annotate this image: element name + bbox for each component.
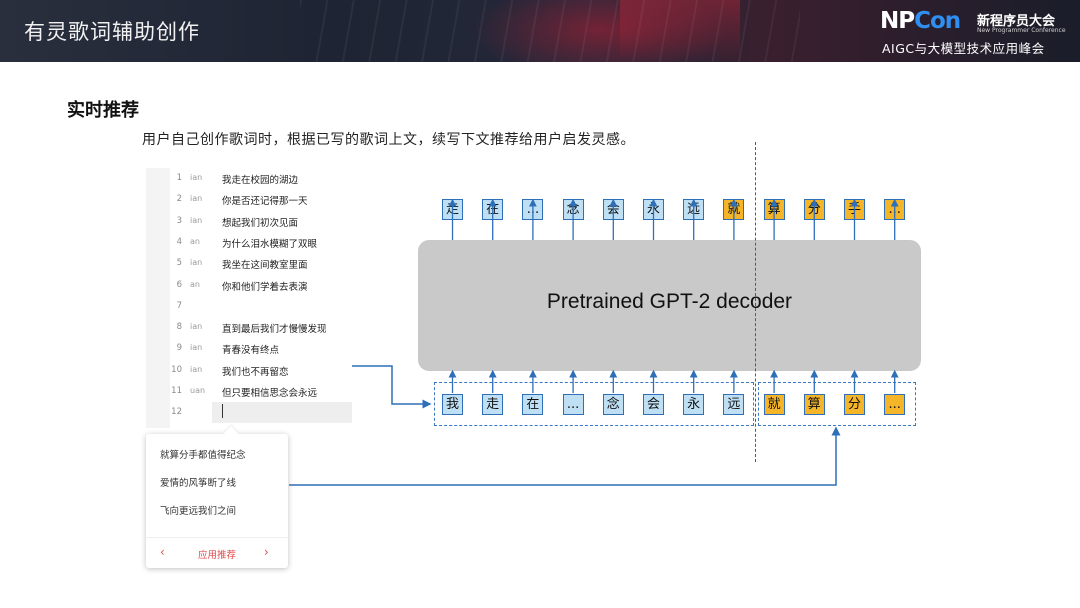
lyric-text: 直到最后我们才慢慢发现 xyxy=(222,324,327,336)
text-cursor xyxy=(222,404,223,418)
line-number: 7 xyxy=(176,300,182,311)
lyric-text: 我坐在这间教室里面 xyxy=(222,260,308,272)
line-number: 11 xyxy=(171,386,182,396)
lyrics-editor[interactable]: 1 ian 我走在校园的湖边 2 ian 你是否还记得那一天 3 ian 想起我们初次见面 4 an… xyxy=(146,168,352,428)
input-token: ... xyxy=(884,394,906,415)
editor-line[interactable]: 5 ian 我坐在这间教室里面 xyxy=(146,253,352,274)
suggestion-item[interactable]: 飞向更远我们之间 xyxy=(160,506,237,517)
popup-footer: ‹ 应用推荐 › xyxy=(146,537,288,568)
editor-line[interactable]: 10 ian 我们也不再留恋 xyxy=(146,360,352,381)
apply-recommendation-button[interactable]: 应用推荐 xyxy=(197,550,236,561)
input-token: 我 xyxy=(442,394,463,415)
rhyme-tag: uan xyxy=(190,386,206,395)
suggestion-popup: 就算分手都值得纪念 爱情的风筝断了线 飞向更远我们之间 ‹ 应用推荐 › xyxy=(146,434,288,568)
lyric-text: 青春没有终点 xyxy=(222,345,280,357)
input-token: 算 xyxy=(803,394,825,415)
input-token: 念 xyxy=(602,394,624,415)
chevron-left-icon[interactable]: ‹ xyxy=(160,545,165,559)
line-number: 2 xyxy=(176,194,182,205)
lyric-text: 你是否还记得那一天 xyxy=(222,196,308,208)
rhyme-tag: ian xyxy=(190,215,203,225)
input-token: 分 xyxy=(844,394,865,415)
line-number: 3 xyxy=(176,215,182,226)
header-banner: 有灵歌词辅助创作 NPCon 新程序员大会 New Programmer Con… xyxy=(0,0,1080,62)
input-token: 永 xyxy=(683,394,705,415)
input-token: 就 xyxy=(763,394,785,415)
logo-chinese-name: 新程序员大会 xyxy=(977,14,1056,29)
rhyme-tag: ian xyxy=(190,343,203,353)
section-description: 用户自己创作歌词时，根据已写的歌词上文，续写下文推荐给用户启发灵感。 xyxy=(142,132,635,148)
section-title: 实时推荐 xyxy=(67,100,139,121)
banner-glow-accent xyxy=(620,0,740,62)
editor-line[interactable]: 3 ian 想起我们初次见面 xyxy=(146,211,352,232)
editor-line[interactable]: 1 ian 我走在校园的湖边 xyxy=(146,168,352,189)
line-number: 8 xyxy=(176,322,182,333)
input-token: 走 xyxy=(482,394,504,415)
logo-mark: NPCon xyxy=(880,8,961,34)
editor-line[interactable]: 12 xyxy=(146,402,352,423)
line-number: 4 xyxy=(176,236,182,247)
conference-logo: NPCon 新程序员大会 New Programmer Conference A… xyxy=(880,8,1072,56)
logo-english-name: New Programmer Conference xyxy=(977,27,1066,34)
rhyme-tag: ian xyxy=(190,364,203,374)
lyric-text: 为什么泪水模糊了双眼 xyxy=(222,238,318,250)
editor-line[interactable]: 8 ian 直到最后我们才慢慢发现 xyxy=(146,317,352,338)
editor-line[interactable]: 4 an 为什么泪水模糊了双眼 xyxy=(146,232,352,253)
editor-to-model-arrow xyxy=(352,365,432,409)
suggestion-item[interactable]: 就算分手都值得纪念 xyxy=(160,450,246,461)
page-title: 有灵歌词辅助创作 xyxy=(24,20,200,44)
line-number: 5 xyxy=(176,258,182,269)
popup-from-model-arrow xyxy=(289,426,841,486)
banner-glow xyxy=(470,0,730,62)
gpt2-decoder-block xyxy=(418,240,921,371)
rhyme-tag: ian xyxy=(190,194,203,204)
logo-con-text: Con xyxy=(914,8,961,34)
context-token-group xyxy=(434,382,754,426)
editor-line[interactable]: 9 ian 青春没有终点 xyxy=(146,338,352,359)
logo-subtitle: AIGC与大模型技术应用峰会 xyxy=(882,41,1045,56)
context-split-line xyxy=(755,142,756,462)
suggestion-item[interactable]: 爱情的风筝断了线 xyxy=(160,478,237,489)
logo-np-text: NP xyxy=(880,8,915,34)
lyric-text: 但只要相信思念会永远 xyxy=(222,388,318,399)
input-token: ... xyxy=(562,394,584,415)
lyric-text: 我们也不再留恋 xyxy=(222,366,289,378)
chevron-right-icon[interactable]: › xyxy=(264,545,269,559)
model-label: Pretrained GPT-2 decoder xyxy=(546,290,793,313)
editor-line[interactable]: 7 xyxy=(146,296,352,317)
rhyme-tag: ian xyxy=(190,173,203,182)
editor-line[interactable]: 2 ian 你是否还记得那一天 xyxy=(146,189,352,210)
line-number: 1 xyxy=(176,173,182,183)
lyric-text: 想起我们初次见面 xyxy=(222,217,299,229)
rhyme-tag: an xyxy=(190,279,200,289)
input-token: 会 xyxy=(643,394,664,415)
editor-line[interactable]: 11 uan 但只要相信思念会永远 xyxy=(146,381,352,402)
editor-line[interactable]: 6 an 你和他们学着去表演 xyxy=(146,275,352,296)
line-number: 6 xyxy=(176,279,182,290)
rhyme-tag: an xyxy=(190,236,200,246)
input-token: 在 xyxy=(522,394,544,415)
line-number: 12 xyxy=(171,407,182,418)
line-number: 10 xyxy=(171,364,182,375)
lyric-text: 你和他们学着去表演 xyxy=(222,281,308,293)
line-number: 9 xyxy=(176,343,182,354)
input-token: 远 xyxy=(723,394,745,415)
rhyme-tag: ian xyxy=(190,258,203,268)
generated-token-group xyxy=(758,382,916,426)
banner-texture xyxy=(300,0,800,62)
lyric-text: 我走在校园的湖边 xyxy=(222,175,299,186)
editor-gutter xyxy=(146,168,170,428)
rhyme-tag: ian xyxy=(190,322,203,332)
